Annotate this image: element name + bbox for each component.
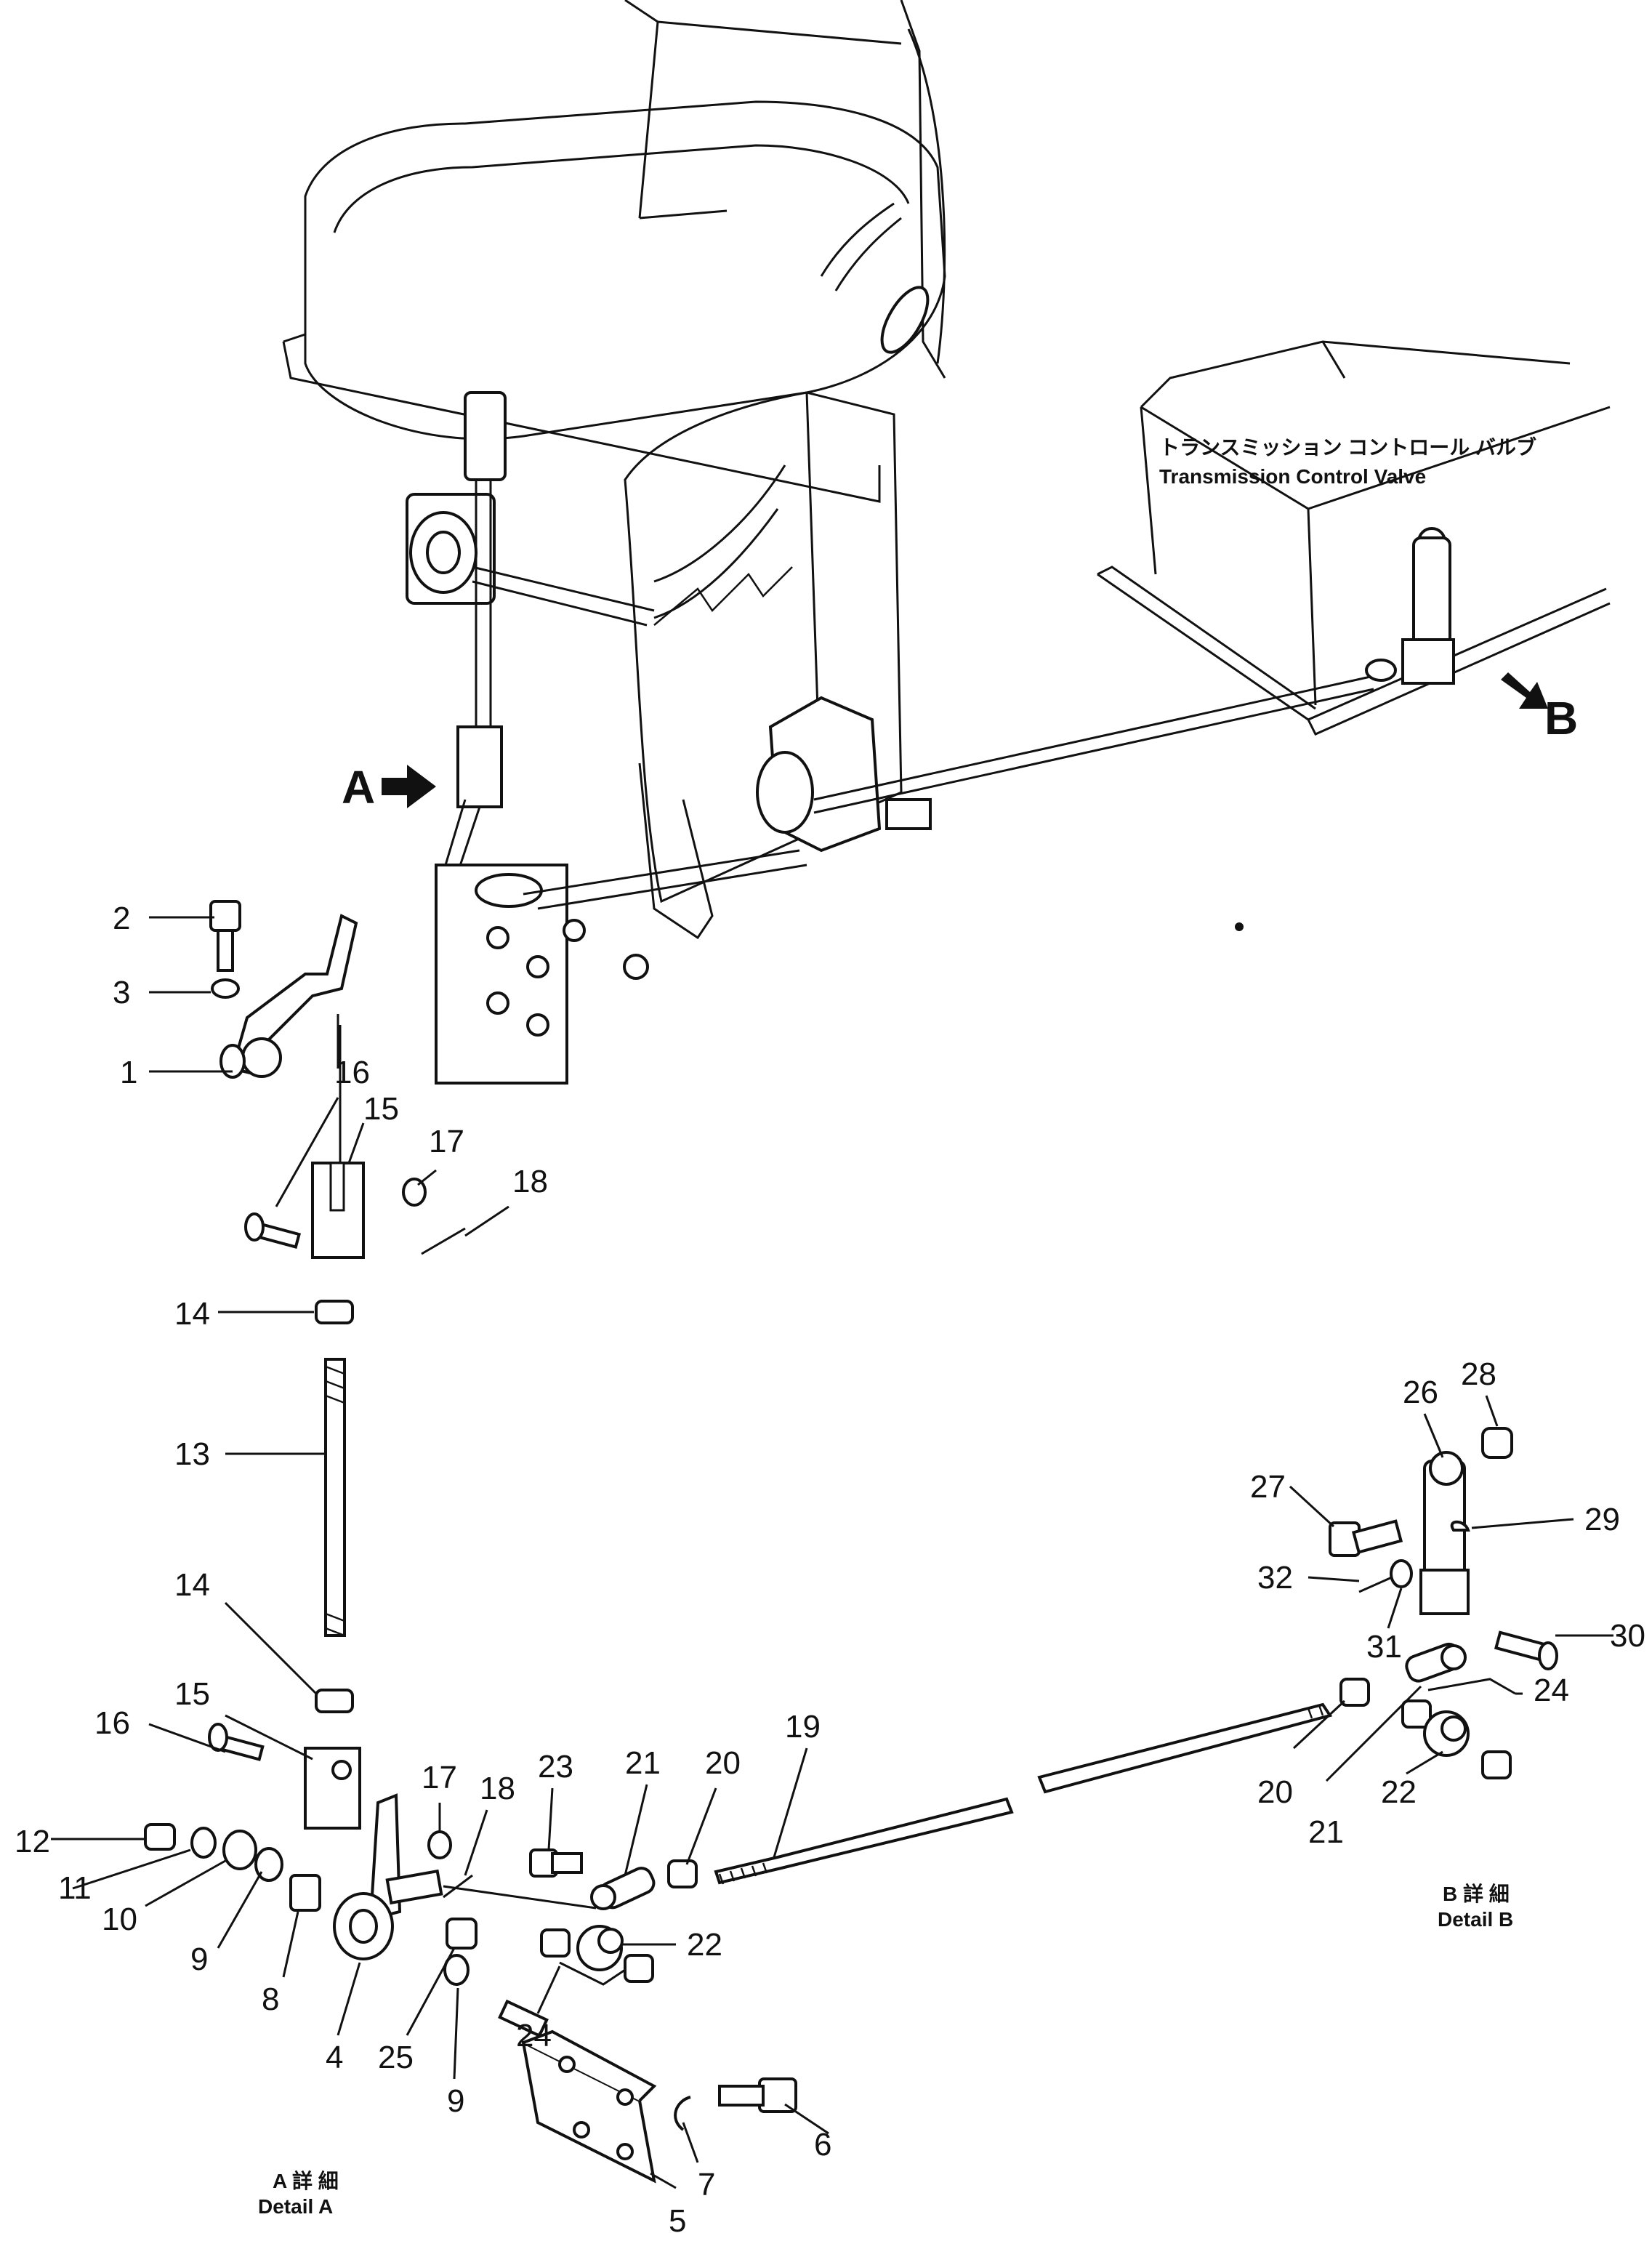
callout-5: 5 xyxy=(669,2203,686,2237)
callout-12: 12 xyxy=(15,1824,50,1859)
detail-b-caption-jp: B 詳 細 xyxy=(1443,1882,1510,1905)
callout-25: 25 xyxy=(378,2040,414,2075)
callout-18: 18 xyxy=(512,1164,548,1199)
callout-11: 11 xyxy=(58,1870,92,1906)
callout-4: 4 xyxy=(326,2040,343,2075)
callout-16: 16 xyxy=(334,1055,370,1090)
callout-30: 30 xyxy=(1610,1618,1645,1654)
callout-29: 29 xyxy=(1584,1502,1620,1537)
arrow-b-letter: B xyxy=(1544,692,1578,744)
callout-23: 23 xyxy=(538,1749,573,1785)
callout-31: 31 xyxy=(1366,1629,1402,1665)
callout-6: 6 xyxy=(814,2127,831,2162)
callout-9: 9 xyxy=(190,1942,208,1977)
control-rod xyxy=(813,675,1374,814)
dot-mark xyxy=(1235,922,1244,931)
callout-13: 13 xyxy=(174,1436,210,1472)
callout-24: 24 xyxy=(516,2018,552,2053)
detail-b-caption-en: Detail B xyxy=(1438,1908,1513,1931)
callout-24-b: 24 xyxy=(1534,1673,1569,1708)
valve-label-en: Transmission Control Valve xyxy=(1159,465,1426,488)
callout-8: 8 xyxy=(262,1982,279,2017)
transmission-control-valve xyxy=(1097,340,1611,736)
center-valve-block xyxy=(756,696,932,853)
callout-22-b: 22 xyxy=(1381,1774,1417,1810)
arrow-a-letter: A xyxy=(342,761,375,813)
callout-17-b: 17 xyxy=(422,1760,457,1795)
callout-22: 22 xyxy=(687,1927,722,1963)
callout-7: 7 xyxy=(698,2167,715,2202)
callout-1: 1 xyxy=(120,1055,137,1090)
callout-21: 21 xyxy=(625,1745,661,1781)
callout-15: 15 xyxy=(363,1091,399,1127)
callout-17: 17 xyxy=(429,1124,464,1159)
detail-a-caption-en: Detail A xyxy=(258,2195,333,2218)
callout-28: 28 xyxy=(1461,1356,1496,1392)
callout-20-b: 20 xyxy=(1257,1774,1293,1810)
callout-18-b: 18 xyxy=(480,1771,515,1806)
callout-9-b: 9 xyxy=(447,2083,464,2119)
callout-10: 10 xyxy=(102,1902,137,1937)
callout-21-b: 21 xyxy=(1308,1814,1344,1850)
seat-assembly xyxy=(282,0,946,940)
callout-27: 27 xyxy=(1250,1469,1286,1505)
valve-label-jp: トランスミッション コントロール バルブ xyxy=(1159,435,1536,459)
callout-14: 14 xyxy=(174,1296,210,1332)
callout-20: 20 xyxy=(705,1745,741,1781)
leader-lines xyxy=(51,916,1613,2189)
detail-a-upper-parts xyxy=(144,900,1333,2184)
callout-2: 2 xyxy=(113,901,130,936)
callout-16-b: 16 xyxy=(94,1705,130,1741)
callout-3: 3 xyxy=(113,975,130,1010)
callout-19: 19 xyxy=(785,1709,821,1745)
callout-32: 32 xyxy=(1257,1560,1293,1596)
detail-a-caption-jp: A 詳 細 xyxy=(273,2169,339,2192)
upper-linkage xyxy=(406,391,807,1085)
view-arrow-a: A xyxy=(342,761,436,813)
callout-14-b: 14 xyxy=(174,1567,210,1603)
detail-b-parts xyxy=(1329,1427,1558,1779)
callout-15-b: 15 xyxy=(174,1676,210,1712)
callout-numbers: 2 3 1 16 15 17 18 14 13 14 15 16 12 11 1… xyxy=(15,901,1645,2239)
callout-26: 26 xyxy=(1403,1375,1438,1410)
view-arrow-b: B xyxy=(1501,672,1578,744)
